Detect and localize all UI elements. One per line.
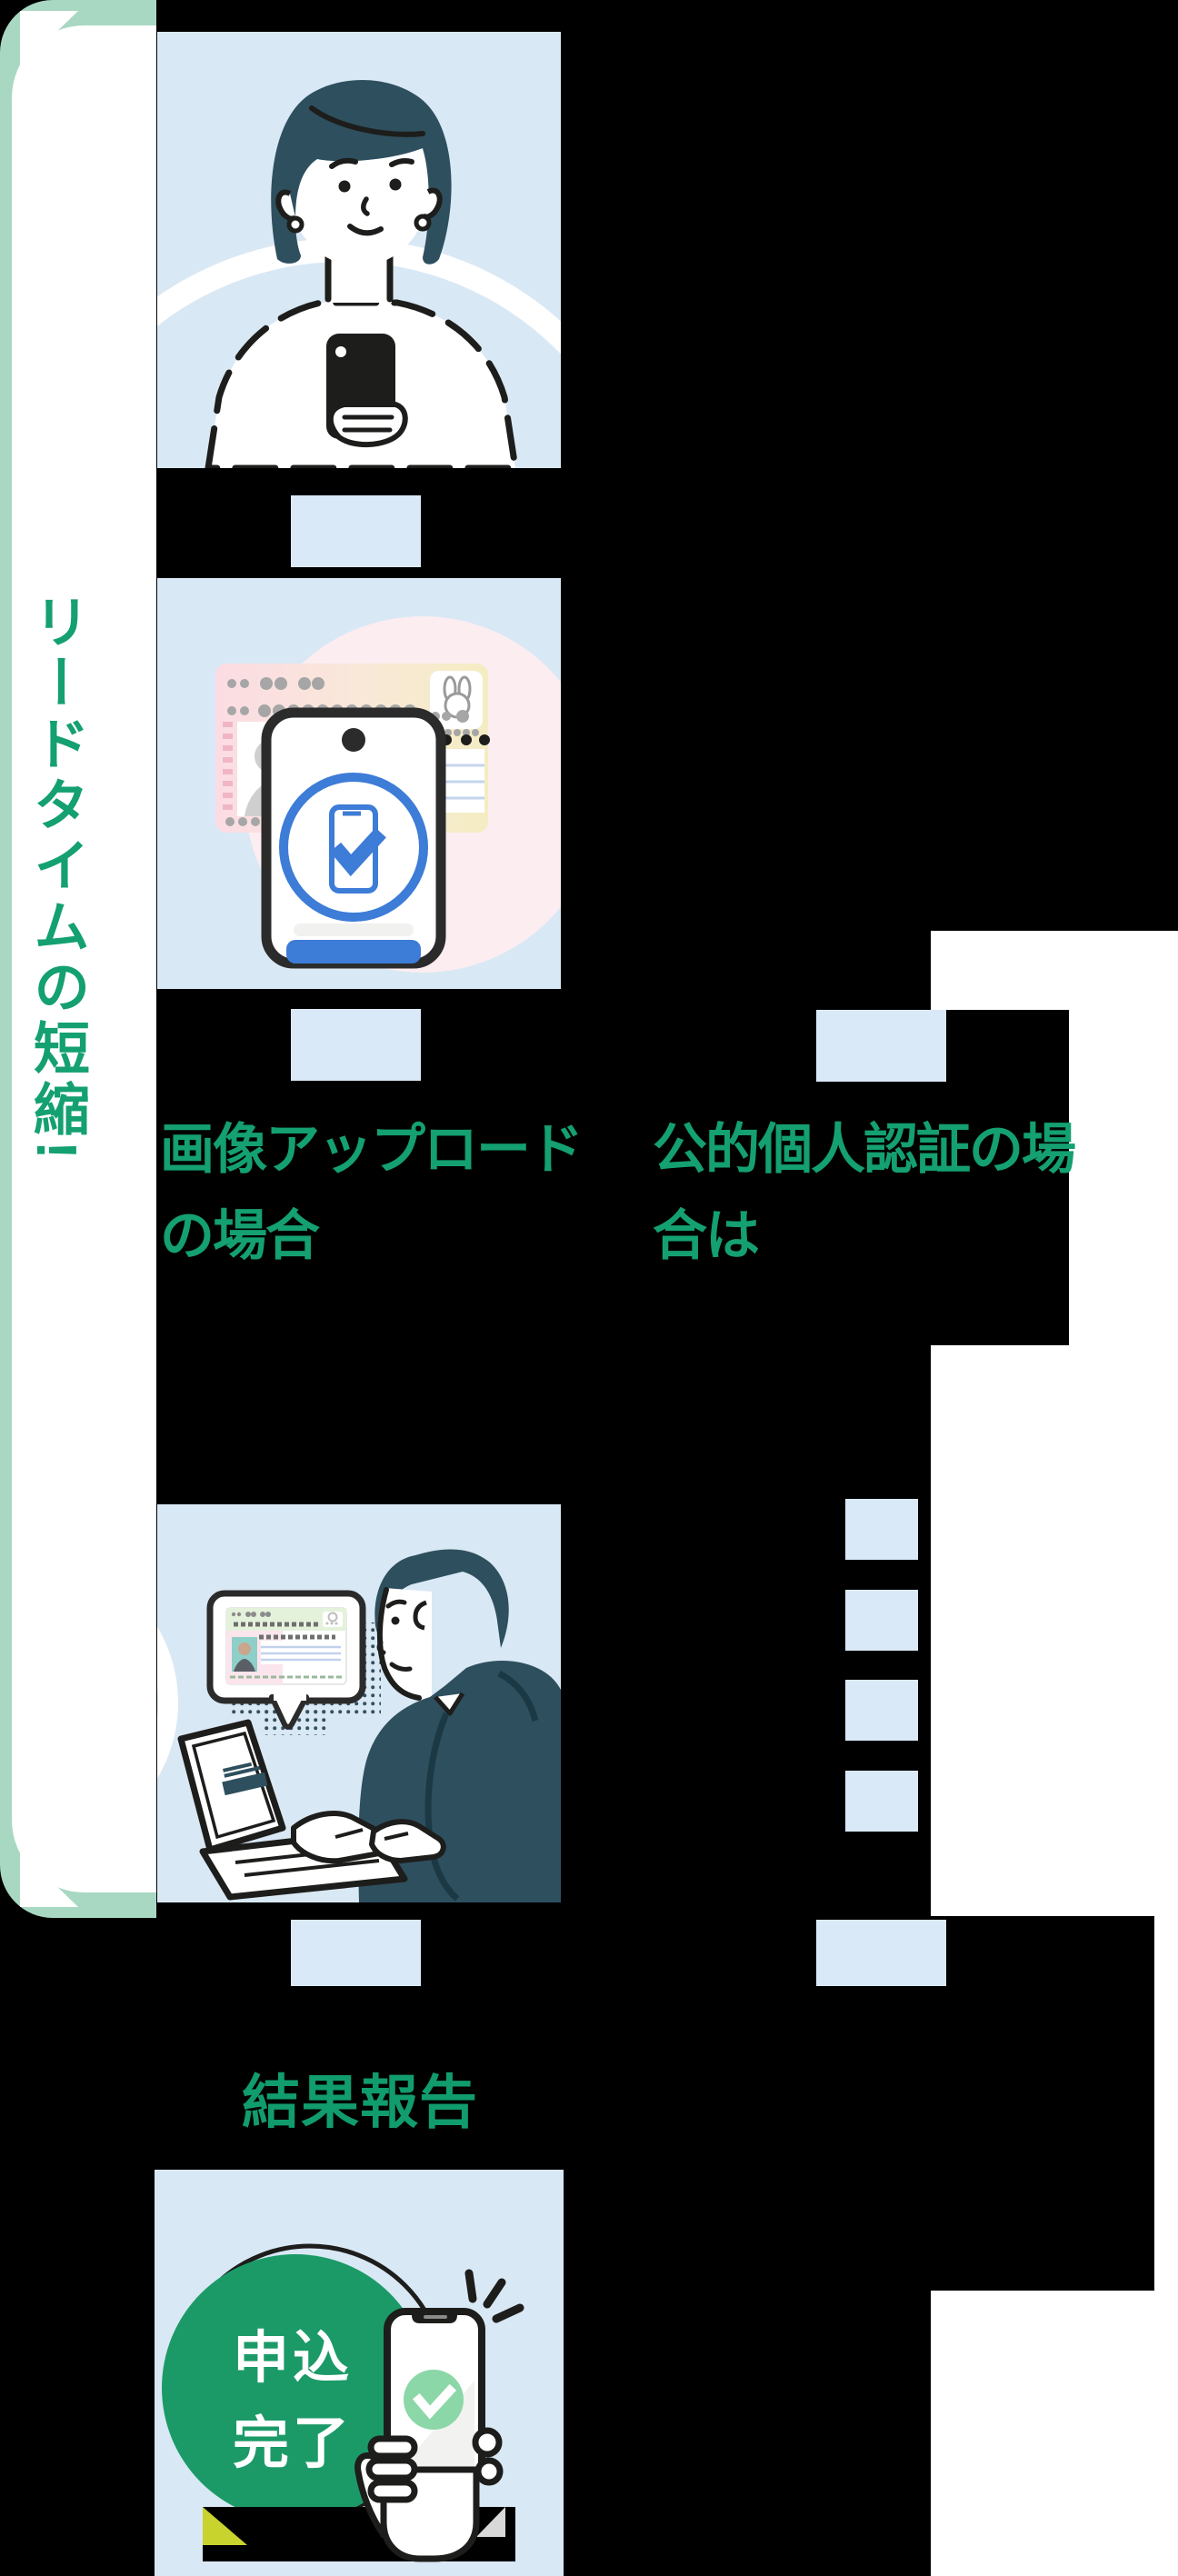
emphasis-lines-icon — [464, 2269, 524, 2323]
laptop-icon — [177, 1719, 446, 1901]
upload-case-label: 画像アップロード の場合 — [160, 1107, 584, 1280]
reviewer-checking-id-icon — [157, 1504, 561, 1902]
dashed-connector-segment — [845, 1771, 918, 1832]
upload-case-line2: の場合 — [160, 1206, 320, 1266]
flow-connector-2-left — [291, 1009, 421, 1081]
application-complete-icon: 申込 完了 — [155, 2170, 564, 2576]
flow-connector-2-right — [816, 1010, 946, 1082]
jpki-case-label: 公的個人認証の場 合は — [653, 1107, 1076, 1280]
illustration-reviewer-laptop — [157, 1504, 561, 1902]
woman-with-phone-icon — [157, 32, 561, 468]
bracket-inner-white — [12, 25, 156, 1892]
flow-connector-3-left — [291, 1920, 421, 1986]
lead-time-bracket — [0, 0, 156, 1918]
lead-time-vertical-label: リードタイムの短縮! — [25, 593, 87, 1164]
white-panel-fragment-bottom — [931, 2291, 1178, 2576]
dashed-connector-segment — [845, 1680, 918, 1741]
illustration-application-complete: 申込 完了 — [155, 2170, 564, 2576]
result-report-label: 結果報告 — [242, 2070, 478, 2135]
white-panel-fragment-sliver — [1154, 1916, 1178, 2291]
badge-text-line1: 申込 — [233, 2327, 353, 2390]
dashed-connector-segment — [845, 1590, 918, 1651]
card-scan-icon — [157, 578, 561, 989]
license-card-icon — [225, 1607, 347, 1685]
jpki-case-line1: 公的個人認証の場 — [653, 1120, 1076, 1180]
badge-text-line2: 完了 — [233, 2412, 353, 2475]
flow-connector-3-right — [816, 1920, 946, 1986]
white-panel-fragment-main — [931, 1345, 1178, 1916]
jpki-case-line2: 合は — [653, 1206, 760, 1266]
white-panel-fragment-side — [1069, 1010, 1178, 1345]
white-panel-fragment-top — [931, 931, 1178, 1010]
upload-case-line1: 画像アップロード — [160, 1120, 584, 1180]
dashed-connector-segment — [845, 1499, 918, 1560]
flow-connector-1 — [291, 495, 421, 567]
illustration-woman-holding-smartphone — [157, 32, 561, 468]
illustration-mynumber-card-scan — [157, 578, 561, 989]
hand-icon — [354, 2427, 504, 2562]
